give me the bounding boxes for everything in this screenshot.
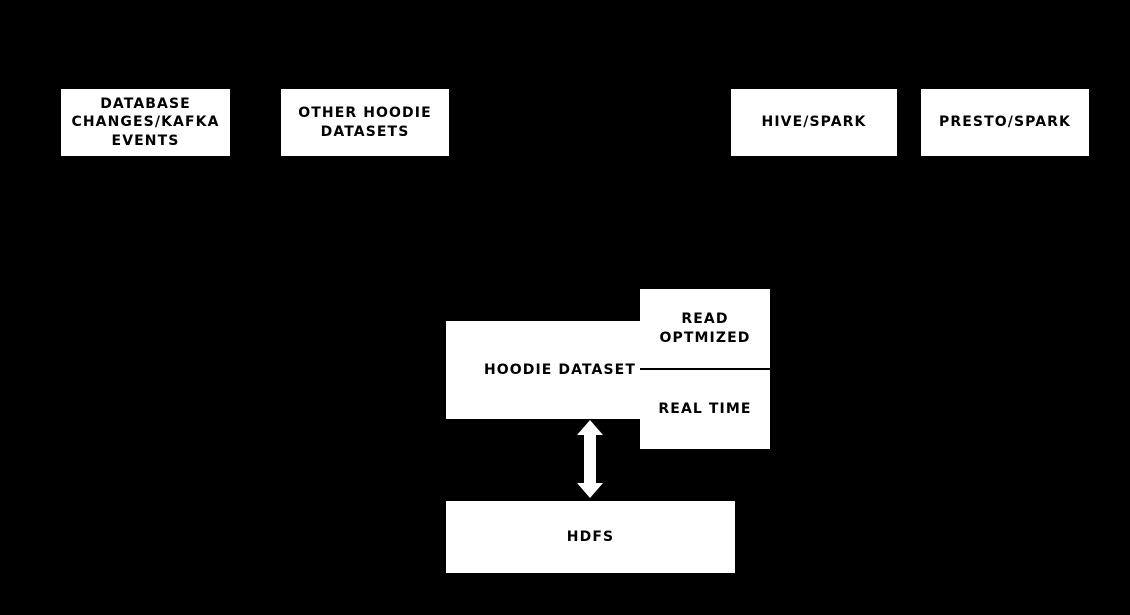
node-hdfs[interactable]: HDFS — [446, 501, 735, 573]
double-headed-arrow-icon — [577, 420, 603, 498]
view-real-time[interactable]: Real Time — [658, 401, 752, 418]
node-presto-spark[interactable]: Presto/Spark — [921, 89, 1089, 156]
hoodie-dataset-views-panel: Read Optmized Real Time — [640, 289, 770, 449]
view-read-optimized[interactable]: Read Optmized — [640, 289, 770, 370]
node-database-changes-kafka-events[interactable]: Database Changes/Kafka Events — [61, 89, 230, 156]
node-hive-spark[interactable]: Hive/Spark — [731, 89, 897, 156]
node-hoodie-dataset[interactable]: Hoodie Dataset — [446, 321, 640, 419]
node-other-hoodie-datasets[interactable]: Other Hoodie Datasets — [281, 89, 449, 156]
